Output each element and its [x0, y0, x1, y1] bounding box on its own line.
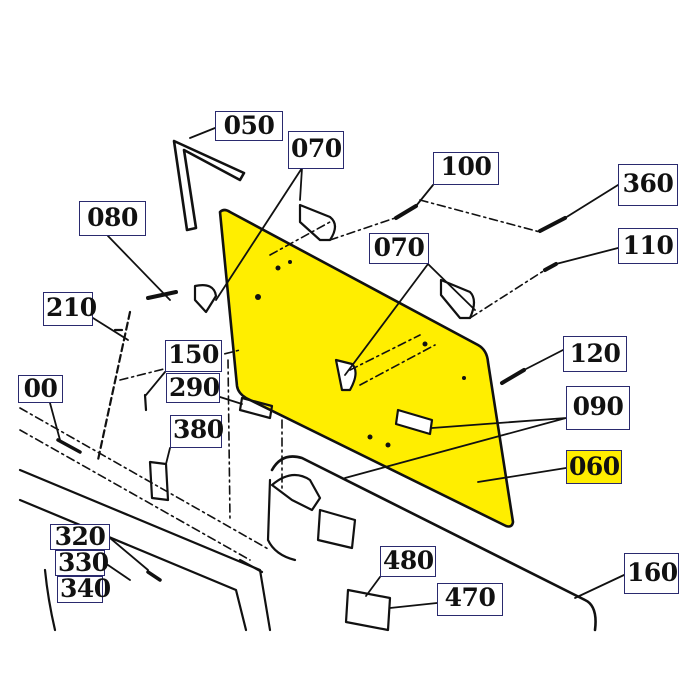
- callout-320[interactable]: 320: [50, 524, 110, 550]
- callout-380[interactable]: 380: [170, 415, 224, 448]
- part-050: [172, 139, 246, 232]
- part-150-pin: [143, 393, 148, 412]
- part-080-pin: [146, 290, 178, 300]
- frame-side: [43, 558, 264, 632]
- part-090-plate: [394, 408, 434, 436]
- panel-060-shape: [218, 208, 515, 528]
- part-00-screw: [56, 438, 82, 454]
- callout-070-upper[interactable]: 070: [288, 131, 344, 169]
- latch-body: [316, 508, 357, 550]
- callout-090[interactable]: 090: [566, 386, 630, 430]
- part-210-strut: [96, 310, 132, 462]
- callout-210[interactable]: 210: [43, 292, 97, 326]
- callout-360[interactable]: 360: [618, 164, 678, 206]
- part-070-hinge-upper: [298, 203, 337, 242]
- callout-080[interactable]: 080: [79, 201, 146, 236]
- callout-330[interactable]: 330: [55, 550, 109, 576]
- callout-340[interactable]: 340: [57, 576, 111, 603]
- callout-160[interactable]: 160: [624, 553, 679, 594]
- part-320-screw: [146, 570, 162, 582]
- callout-470[interactable]: 470: [437, 583, 503, 616]
- frame-edge-lower: [266, 478, 297, 562]
- callout-100[interactable]: 100: [433, 152, 499, 185]
- part-290-plate: [238, 396, 274, 420]
- part-110-bolt: [543, 262, 558, 272]
- callout-110[interactable]: 110: [618, 228, 678, 264]
- part-120-bolt: [500, 368, 526, 385]
- callout-00[interactable]: 00: [18, 375, 63, 403]
- part-360-bolt: [538, 216, 567, 233]
- latch-assembly: [270, 473, 322, 512]
- panel-holes: [255, 260, 466, 448]
- part-bracket-left: [193, 284, 218, 314]
- callout-290[interactable]: 290: [166, 373, 220, 403]
- callout-480[interactable]: 480: [380, 546, 436, 577]
- callout-070-lower[interactable]: 070: [369, 233, 429, 264]
- callout-120[interactable]: 120: [563, 336, 627, 372]
- callout-050[interactable]: 050: [215, 111, 283, 141]
- part-100-bolt: [394, 204, 418, 220]
- callout-150[interactable]: 150: [165, 340, 222, 372]
- part-480-470: [344, 588, 392, 632]
- part-070-hinge-right: [439, 278, 476, 320]
- part-380-latch: [148, 460, 170, 502]
- frame-body: [270, 455, 597, 632]
- callout-060-highlighted[interactable]: 060: [566, 450, 622, 484]
